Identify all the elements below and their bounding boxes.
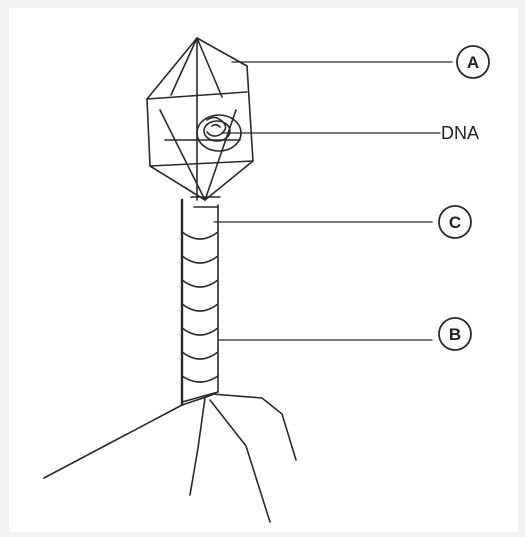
label-b: B <box>449 325 461 344</box>
tail-sheath <box>182 200 218 405</box>
label-dna: DNA <box>441 123 479 143</box>
label-a: A <box>467 53 479 72</box>
label-c: C <box>449 213 461 232</box>
tail-fibers <box>44 394 296 522</box>
